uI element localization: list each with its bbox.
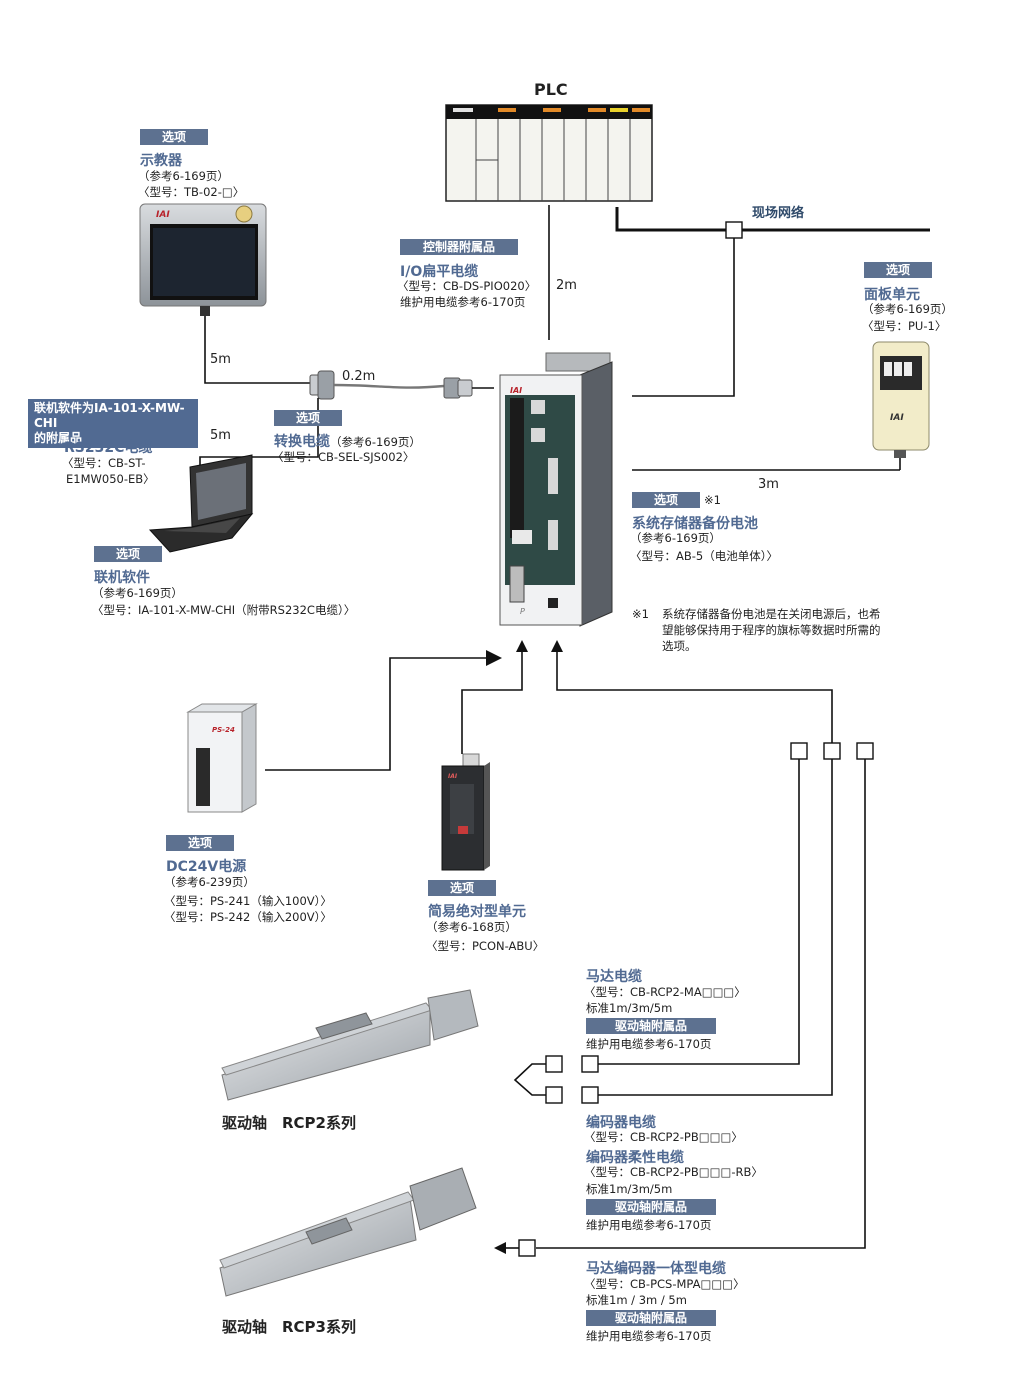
converter-model: 〈型号：CB-SEL-SJS002〉 xyxy=(272,450,415,464)
battery-title: 系统存储器备份电池 xyxy=(632,516,758,532)
footnote-line1: 系统存储器备份电池是在关闭电源后，也希 xyxy=(662,607,881,621)
converter-tag: 选项 xyxy=(274,410,342,426)
rs232c-header: 联机软件为IA-101-X-MW-CHI 的附属品 xyxy=(28,399,198,448)
motor-cable-model: 〈型号：CB-RCP2-MA□□□〉 xyxy=(584,985,746,999)
converter-title-row: 转换电缆（参考6-169页） xyxy=(274,431,421,451)
software-ref: （参考6-169页） xyxy=(92,586,183,600)
conv-cable-length: 0.2m xyxy=(342,369,376,384)
io-cable-title: I/O扁平电缆 xyxy=(400,264,479,280)
converter-ref: （参考6-169页） xyxy=(330,435,421,449)
encoder-cable-model: 〈型号：CB-RCP2-PB□□□〉 xyxy=(584,1130,743,1144)
power-ref: （参考6-239页） xyxy=(164,875,255,889)
laptop-device xyxy=(148,454,254,553)
power-tag: 选项 xyxy=(166,835,234,851)
power-title: DC24V电源 xyxy=(166,859,247,875)
rs232c-header-line2: 的附属品 xyxy=(34,431,83,445)
panel-unit-title: 面板单元 xyxy=(864,287,920,303)
footnote-line2: 望能够保持用于程序的旗标等数据时所需的 xyxy=(662,623,881,637)
abs-unit-ref: （参考6-168页） xyxy=(426,920,517,934)
integrated-cable-model: 〈型号：CB-PCS-MPA□□□〉 xyxy=(584,1277,745,1291)
abs-unit-title: 简易绝对型单元 xyxy=(428,904,526,920)
motor-cable-tag: 驱动轴附属品 xyxy=(586,1018,716,1034)
teach-pendant-title: 示教器 xyxy=(140,153,182,169)
battery-tag: 选项 xyxy=(632,492,700,508)
rs232c-header-line1: 联机软件为IA-101-X-MW-CHI xyxy=(34,401,185,430)
rs232c-model-line1: 〈型号：CB-ST- xyxy=(62,456,146,470)
teach-cable-length: 5m xyxy=(210,352,231,367)
motor-cable-note: 维护用电缆参考6-170页 xyxy=(586,1037,712,1051)
encoder-cable-std: 标准1m/3m/5m xyxy=(586,1182,673,1196)
power-supply-device: PS-24 xyxy=(186,703,258,813)
converter-cable-device xyxy=(309,370,494,400)
pc-cable-length: 5m xyxy=(210,428,231,443)
abs-unit-model: 〈型号：PCON-ABU〉 xyxy=(426,939,545,953)
panel-unit-device: IAI xyxy=(872,341,930,458)
field-network-label: 现场网络 xyxy=(752,206,805,221)
io-cable-note: 维护用电缆参考6-170页 xyxy=(400,295,526,309)
motor-cable-std: 标准1m/3m/5m xyxy=(586,1001,673,1015)
integrated-cable-title: 马达编码器一体型电缆 xyxy=(586,1261,726,1277)
io-cable-tag: 控制器附属品 xyxy=(400,239,518,255)
panel-unit-tag: 选项 xyxy=(864,262,932,278)
rcp3-caption: 驱动轴 RCP3系列 xyxy=(222,1318,356,1336)
teach-pendant-model: 〈型号：TB-02-□〉 xyxy=(138,185,245,199)
svg-text:IAI: IAI xyxy=(156,210,170,220)
teach-pendant-device: IAI xyxy=(139,203,267,316)
svg-text:P: P xyxy=(520,607,525,616)
motor-cable-title: 马达电缆 xyxy=(586,969,642,985)
power-model-100v: 〈型号：PS-241（输入100V）〉 xyxy=(164,894,332,908)
footnote-line3: 选项。 xyxy=(662,639,697,653)
plc-unit xyxy=(445,104,653,202)
plc-label: PLC xyxy=(534,80,568,99)
field-network-bus xyxy=(615,207,930,397)
rs232c-model-line2: E1MW050-EB〉 xyxy=(66,472,155,486)
abs-unit-device: IAI xyxy=(441,753,490,871)
converter-title: 转换电缆 xyxy=(274,434,330,450)
plc-cable-length: 2m xyxy=(556,278,577,293)
panel-unit-ref: （参考6-169页） xyxy=(862,302,953,316)
svg-text:IAI: IAI xyxy=(448,773,458,780)
panel-unit-model: 〈型号：PU-1〉 xyxy=(862,319,947,333)
svg-text:IAI: IAI xyxy=(890,413,904,423)
teach-pendant-tag: 选项 xyxy=(140,129,208,145)
rcp2-actuator-device xyxy=(221,989,479,1101)
encoder-flex-cable-title: 编码器柔性电缆 xyxy=(586,1150,684,1166)
integrated-cable-tag: 驱动轴附属品 xyxy=(586,1310,716,1326)
integrated-cable-note: 维护用电缆参考6-170页 xyxy=(586,1329,712,1343)
software-title: 联机软件 xyxy=(94,570,150,586)
encoder-cable-note: 维护用电缆参考6-170页 xyxy=(586,1218,712,1232)
controller-device: IAI P xyxy=(499,352,613,627)
software-tag: 选项 xyxy=(94,546,162,562)
encoder-cable-title: 编码器电缆 xyxy=(586,1115,656,1131)
rs232c-title: RS232C电缆 xyxy=(64,440,153,456)
software-model: 〈型号：IA-101-X-MW-CHI（附带RS232C电缆）〉 xyxy=(92,603,356,617)
battery-ref: （参考6-169页） xyxy=(630,531,721,545)
power-model-200v: 〈型号：PS-242（输入200V）〉 xyxy=(164,910,332,924)
io-cable-model: 〈型号：CB-DS-PIO020〉 xyxy=(397,279,537,293)
integrated-cable-std: 标准1m / 3m / 5m xyxy=(586,1293,687,1307)
svg-text:IAI: IAI xyxy=(510,386,522,395)
encoder-cable-tag: 驱动轴附属品 xyxy=(586,1199,716,1215)
encoder-flex-cable-model: 〈型号：CB-RCP2-PB□□□-RB〉 xyxy=(584,1165,763,1179)
rcp2-caption: 驱动轴 RCP2系列 xyxy=(222,1114,356,1132)
panel-cable-length: 3m xyxy=(758,477,779,492)
battery-mark: ※1 xyxy=(704,493,721,507)
rcp3-actuator-device xyxy=(219,1167,477,1297)
footnote-mark: ※1 xyxy=(632,607,649,621)
battery-model: 〈型号：AB-5（电池单体）〉 xyxy=(630,549,778,563)
abs-unit-tag: 选项 xyxy=(428,880,496,896)
teach-pendant-ref: （参考6-169页） xyxy=(138,169,229,183)
svg-text:PS-24: PS-24 xyxy=(212,726,235,734)
